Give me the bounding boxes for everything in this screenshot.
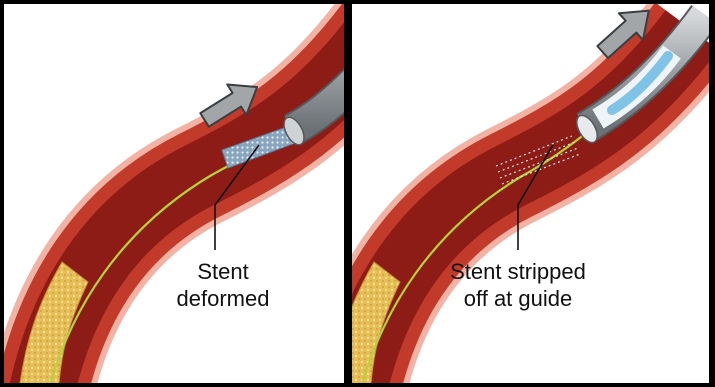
- right-callout-line-2: off at guide: [418, 285, 618, 312]
- left-callout-line-2: deformed: [138, 285, 308, 312]
- left-callout-label: Stent deformed: [138, 258, 308, 312]
- right-callout-line-1: Stent stripped: [418, 258, 618, 285]
- right-callout-label: Stent stripped off at guide: [418, 258, 618, 312]
- left-callout-line-1: Stent: [138, 258, 308, 285]
